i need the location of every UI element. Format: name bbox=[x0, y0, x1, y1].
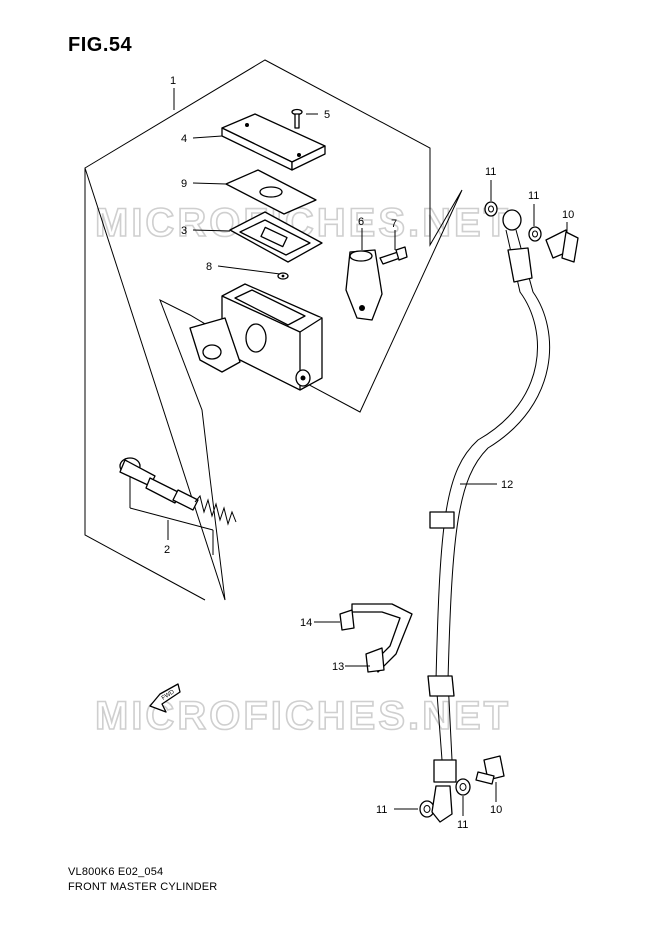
callout-1: 1 bbox=[170, 75, 176, 87]
diaphragm-plate bbox=[225, 169, 317, 215]
cap-screw bbox=[291, 108, 303, 129]
callout-8: 8 bbox=[206, 261, 212, 273]
callout-12: 12 bbox=[501, 479, 513, 491]
master-cylinder-body bbox=[189, 283, 323, 391]
brake-hose bbox=[427, 229, 551, 783]
callout-numbers: 1 2 3 4 5 6 7 8 9 10 10 11 11 11 11 12 1… bbox=[164, 75, 574, 831]
piston-set bbox=[119, 457, 237, 526]
assembly-outline-left bbox=[84, 168, 206, 601]
callout-10-lower: 10 bbox=[490, 804, 502, 816]
callout-4: 4 bbox=[181, 133, 187, 145]
model-code: VL800K6 E02_054 bbox=[68, 866, 164, 878]
callout-6: 6 bbox=[358, 216, 364, 228]
callout-2: 2 bbox=[164, 544, 170, 556]
callout-11-lower-right: 11 bbox=[457, 819, 468, 831]
leader-lines bbox=[129, 88, 568, 816]
figure-name: FRONT MASTER CYLINDER bbox=[68, 881, 218, 893]
callout-3: 3 bbox=[181, 225, 187, 237]
bracket-bolt bbox=[379, 246, 408, 265]
callout-5: 5 bbox=[324, 109, 330, 121]
callout-11-upper-left: 11 bbox=[485, 166, 496, 178]
diaphragm bbox=[229, 211, 323, 263]
callout-10-upper: 10 bbox=[562, 209, 574, 221]
callout-7: 7 bbox=[391, 218, 397, 230]
lever-bracket bbox=[345, 249, 383, 321]
callout-11-lower-left: 11 bbox=[376, 804, 387, 816]
callout-9: 9 bbox=[181, 178, 187, 190]
hose-clamp bbox=[339, 603, 413, 673]
callout-13: 13 bbox=[332, 661, 344, 673]
lower-fittings bbox=[419, 755, 505, 823]
callout-11-upper-right: 11 bbox=[528, 190, 539, 202]
upper-fittings bbox=[484, 201, 579, 263]
figure-title: FIG.54 bbox=[68, 34, 133, 56]
callout-14: 14 bbox=[300, 617, 312, 629]
reservoir-cap bbox=[221, 113, 326, 171]
small-screw bbox=[277, 272, 289, 280]
